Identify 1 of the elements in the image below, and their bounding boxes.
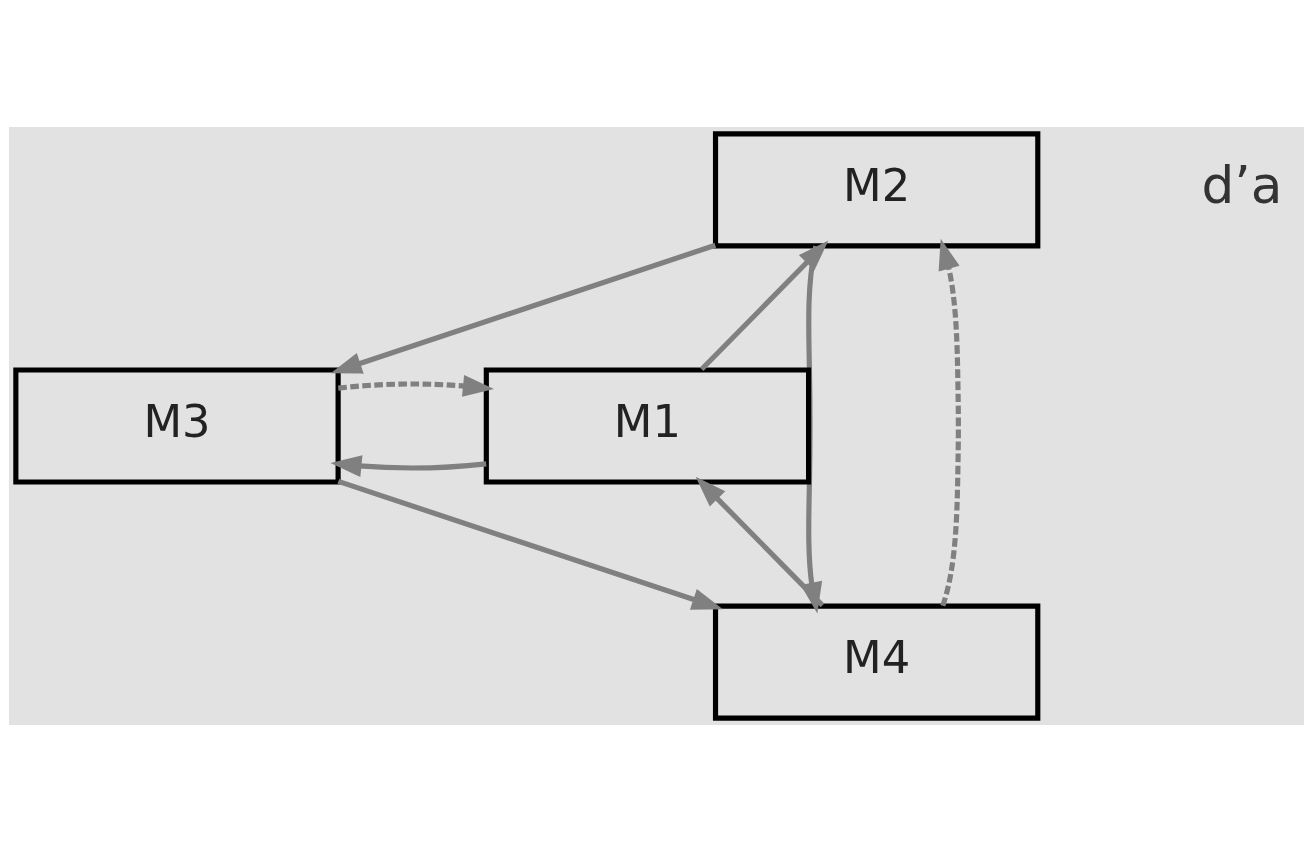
label: d’a — [1201, 154, 1283, 215]
